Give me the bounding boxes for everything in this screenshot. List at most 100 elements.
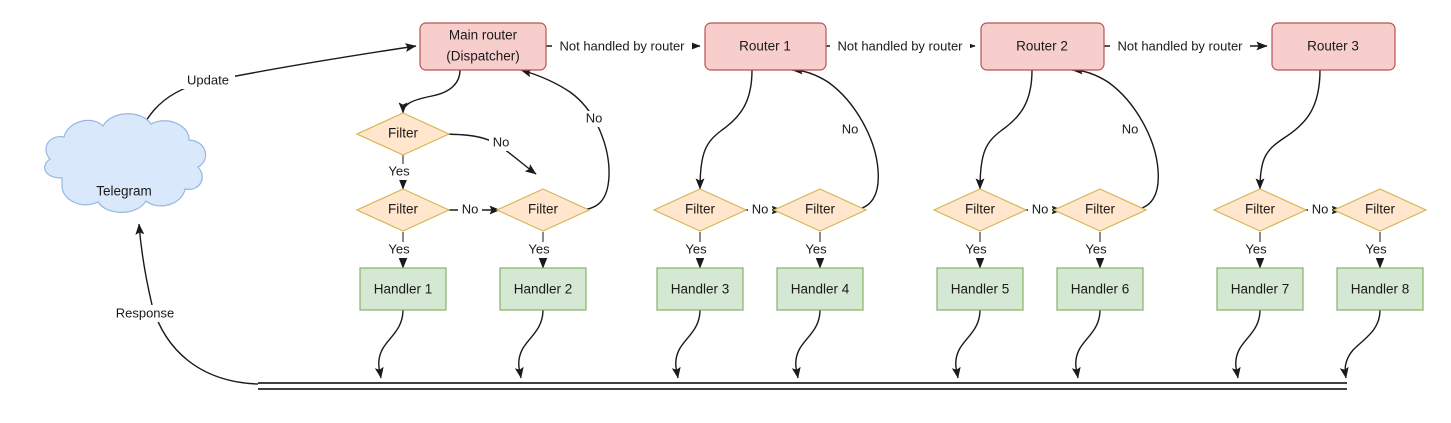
label-yes-5: Yes [801,241,831,258]
filter-5-label: Filter [805,202,836,217]
node-filter-5[interactable]: Filter [772,188,868,232]
node-handler-3[interactable]: Handler 3 [656,267,744,311]
router-3-label: Router 3 [1307,39,1359,54]
edge-handler5-to-bus [951,309,981,379]
handler-4-label: Handler 4 [791,282,850,297]
node-main-router[interactable]: Main router (Dispatcher) [419,22,547,71]
node-router-1[interactable]: Router 1 [704,22,827,71]
node-filter-3[interactable]: Filter [495,188,591,232]
filter-9-label: Filter [1365,202,1396,217]
label-yes-7-text: Yes [1085,241,1107,256]
node-handler-7[interactable]: Handler 7 [1216,267,1304,311]
telegram-cloud-node[interactable]: Telegram [44,113,207,213]
label-yes-8-text: Yes [1245,241,1267,256]
handler-8-label: Handler 8 [1351,282,1410,297]
router-3-box [1271,22,1396,71]
filter-5-diamond [772,188,868,232]
main-router-label-line1: Main router [449,28,518,43]
node-handler-1[interactable]: Handler 1 [359,267,447,311]
label-not-handled-2-text: Not handled by router [837,38,963,53]
edge-handler1-to-bus [374,309,404,379]
node-handler-6[interactable]: Handler 6 [1056,267,1144,311]
label-no-b3: No [1028,201,1052,218]
edge-router2-to-filter5 [975,69,1033,190]
label-not-handled-2: Not handled by router [830,38,970,55]
label-yes-7: Yes [1081,241,1111,258]
label-yes-1: Yes [384,163,414,180]
label-not-handled-3-text: Not handled by router [1117,38,1243,53]
node-filter-1[interactable]: Filter [355,112,451,156]
filter-2-label: Filter [388,202,419,217]
edge-response [135,223,259,385]
router-1-box [704,22,827,71]
label-no-b3-text: No [1032,201,1049,216]
node-handler-2[interactable]: Handler 2 [499,267,587,311]
label-no-b1-text: No [752,201,769,216]
router-1-label: Router 1 [739,39,791,54]
node-router-3[interactable]: Router 3 [1271,22,1396,71]
label-no-a1: No [489,134,513,151]
filter-8-label: Filter [1245,202,1276,217]
handler-4-box [776,267,864,311]
node-handler-8[interactable]: Handler 8 [1336,267,1424,311]
label-no-a3: No [458,201,482,218]
node-handler-4[interactable]: Handler 4 [776,267,864,311]
filter-3-diamond [495,188,591,232]
label-yes-3: Yes [524,241,554,258]
edge-filter1-no-to-filter2 [436,133,537,175]
edge-mainrouter-to-filter1 [398,69,461,114]
handler-5-label: Handler 5 [951,282,1010,297]
handler-8-box [1336,267,1424,311]
label-yes-4: Yes [681,241,711,258]
label-yes-9-text: Yes [1365,241,1387,256]
label-response-text: Response [116,305,175,320]
handler-6-box [1056,267,1144,311]
label-response: Response [107,305,183,322]
node-filter-9[interactable]: Filter [1332,188,1428,232]
filter-2-diamond [355,188,451,232]
label-no-a2-text: No [586,110,603,125]
handler-1-label: Handler 1 [374,282,433,297]
filter-4-diamond [652,188,748,232]
handler-7-label: Handler 7 [1231,282,1290,297]
node-filter-2[interactable]: Filter [355,188,451,232]
label-no-a2: No [582,110,606,127]
router-2-label: Router 2 [1016,39,1068,54]
filter-6-diamond [932,188,1028,232]
filter-7-diamond [1052,188,1148,232]
label-yes-8: Yes [1241,241,1271,258]
node-filter-6[interactable]: Filter [932,188,1028,232]
label-no-a3-text: No [462,201,479,216]
node-router-2[interactable]: Router 2 [980,22,1105,71]
edge-filter6-no-to-router2 [1071,65,1159,211]
label-no-c1: No [1118,121,1142,138]
edge-router1-to-filter3 [695,69,753,190]
filter-9-diamond [1332,188,1428,232]
handler-5-box [936,267,1024,311]
node-filter-8[interactable]: Filter [1212,188,1308,232]
label-yes-6-text: Yes [965,241,987,256]
node-handler-5[interactable]: Handler 5 [936,267,1024,311]
main-router-box [419,22,547,71]
filter-3-label: Filter [528,202,559,217]
node-filter-4[interactable]: Filter [652,188,748,232]
label-no-b1: No [748,201,772,218]
filter-1-diamond [355,112,451,156]
edge-handler3-to-bus [671,309,701,379]
node-filter-7[interactable]: Filter [1052,188,1148,232]
label-yes-2: Yes [384,241,414,258]
label-no-b2-text: No [842,121,859,136]
edge-handler7-to-bus [1231,309,1261,379]
handler-6-label: Handler 6 [1071,282,1130,297]
label-yes-9: Yes [1361,241,1391,258]
label-no-c2: No [1308,201,1332,218]
label-yes-4-text: Yes [685,241,707,256]
label-no-b2: No [838,121,862,138]
handler-1-box [359,267,447,311]
edge-handler8-to-bus [1339,309,1381,379]
label-no-a1-text: No [493,134,510,149]
label-not-handled-1-text: Not handled by router [559,38,685,53]
edge-filter2b-no-to-mainrouter [520,68,610,211]
